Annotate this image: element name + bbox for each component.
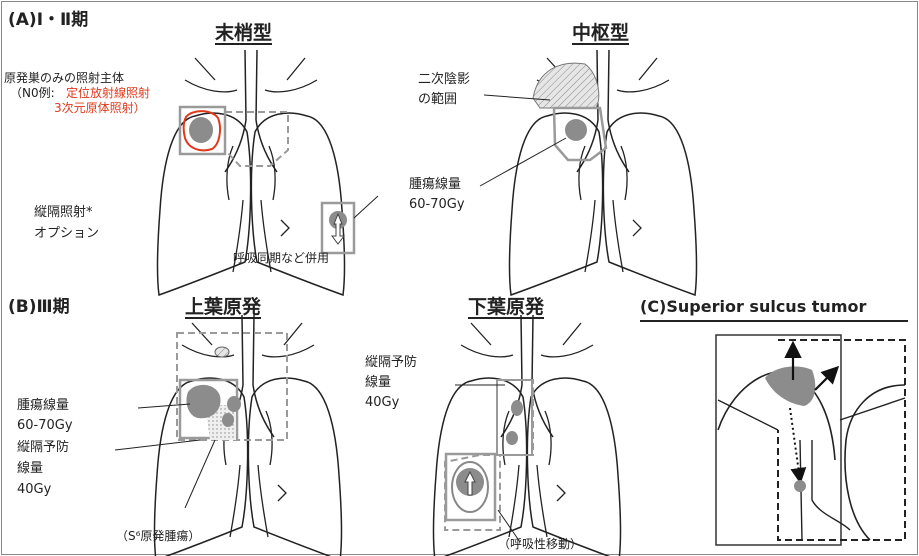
section-c-label: (C)Superior sulcus tumor bbox=[640, 297, 866, 317]
annotation-prophylactic-lower-3: 40Gy bbox=[365, 395, 399, 411]
title-peripheral: 末梢型 bbox=[215, 22, 272, 46]
c-trachea bbox=[800, 440, 850, 540]
annotation-tumor-dose-a-1: 腫瘍線量 bbox=[409, 177, 461, 193]
c-node bbox=[794, 480, 806, 492]
annotation-tumor-dose-a-2: 60-70Gy bbox=[409, 197, 465, 213]
node-lower-1 bbox=[511, 400, 523, 416]
leader-tumor-dose-b bbox=[138, 404, 190, 408]
annotation-mediastinal-option-2: オプション bbox=[34, 226, 99, 242]
tumor-peripheral bbox=[189, 117, 213, 143]
arrow-down-dotted bbox=[790, 408, 800, 480]
tumor-central bbox=[565, 119, 587, 141]
annotation-prophylactic-b-3: 40Gy bbox=[17, 482, 51, 498]
secondary-shadow bbox=[533, 63, 599, 108]
annotation-respiratory-motion: （呼吸性移動） bbox=[498, 537, 582, 552]
pancoast-tumor bbox=[765, 366, 815, 406]
arrow-diag bbox=[815, 369, 836, 390]
section-b-label: (B)Ⅲ期 bbox=[8, 297, 70, 318]
title-upper-lobe: 上葉原発 bbox=[185, 296, 261, 320]
annotation-tumor-dose-b-2: 60-70Gy bbox=[17, 418, 73, 434]
chest-upper bbox=[155, 315, 342, 556]
node-upper-2 bbox=[222, 413, 234, 427]
annotation-primary-only: 原発巣のみの照射主体 bbox=[4, 71, 124, 86]
leader-prophylactic-b bbox=[115, 440, 200, 450]
title-lower-lobe: 下葉原発 bbox=[468, 296, 544, 320]
annotation-prophylactic-lower-1: 縦隔予防 bbox=[365, 355, 417, 371]
annotation-secondary-shadow-1: 二次陰影 bbox=[418, 72, 470, 88]
node-upper-1 bbox=[227, 396, 241, 412]
annotation-secondary-shadow-2: の範囲 bbox=[418, 92, 457, 108]
section-a-label: (A)Ⅰ・Ⅱ期 bbox=[8, 10, 88, 31]
leader-s6 bbox=[185, 440, 215, 508]
small-lesion bbox=[215, 347, 229, 357]
annotation-tumor-dose-b-1: 腫瘍線量 bbox=[17, 398, 69, 414]
leader-lower bbox=[354, 196, 378, 218]
c-clavicle-left bbox=[718, 400, 778, 430]
c-clavicle-right bbox=[840, 398, 905, 420]
annotation-n0-prefix: （N0例: bbox=[10, 86, 55, 101]
annotation-prophylactic-lower-2: 線量 bbox=[365, 375, 391, 391]
annotation-prophylactic-b-2: 線量 bbox=[17, 461, 43, 477]
annotation-mediastinal-option-1: 縦隔照射* bbox=[34, 205, 93, 221]
annotation-respiratory-gating: 呼吸同期など併用 bbox=[233, 251, 329, 266]
node-lower-2 bbox=[506, 431, 518, 445]
annotation-prophylactic-b-1: 縦隔予防 bbox=[17, 440, 69, 456]
annotation-s6-tumor: （S⁶原発腫瘍） bbox=[116, 529, 200, 544]
annotation-n0-sbrt: 定位放射線照射 bbox=[66, 86, 150, 101]
title-central: 中枢型 bbox=[572, 22, 629, 46]
annotation-n0-3d: 3次元原体照射） bbox=[54, 101, 146, 116]
